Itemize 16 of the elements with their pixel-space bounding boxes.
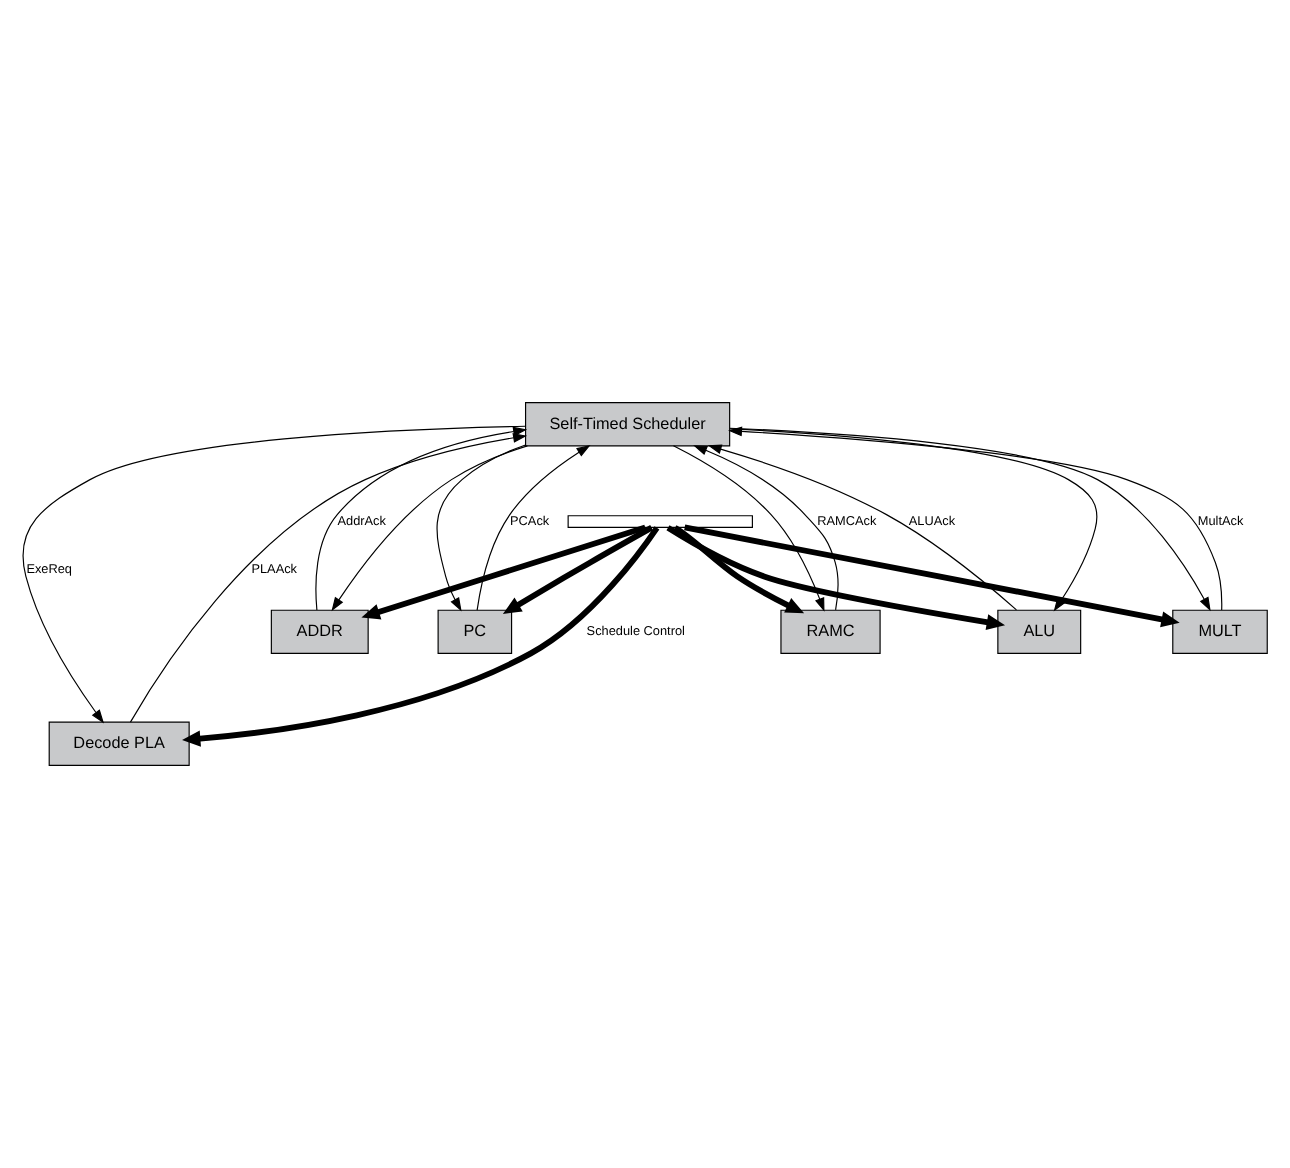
arrow [361,524,647,620]
arrow [693,445,839,611]
arrow [502,525,654,614]
arrow [476,445,591,611]
arrow [672,445,825,612]
arrow [673,525,805,614]
arrow [331,445,528,612]
arrow [436,444,527,612]
arrow [666,525,1006,631]
arrow [315,426,528,611]
arrow [182,526,660,747]
arrow [707,444,1018,611]
arrow [684,524,1180,628]
arrow [129,433,528,723]
arrow [22,425,526,724]
node-bar [567,515,753,529]
